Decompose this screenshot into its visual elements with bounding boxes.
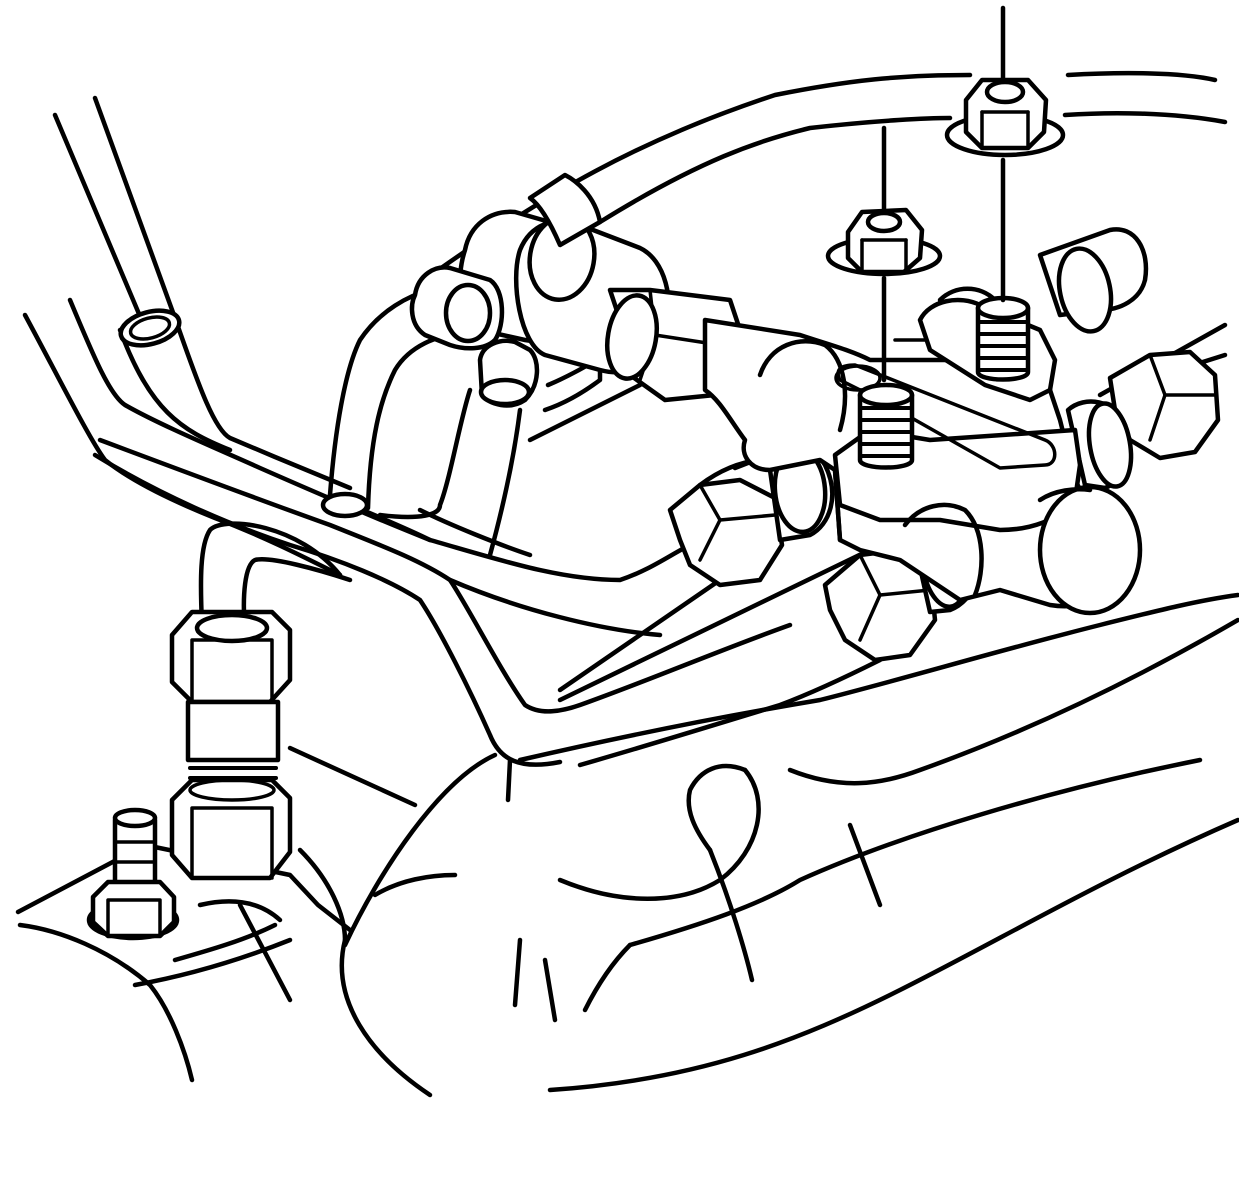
tube-nut-fittings	[409, 172, 1221, 663]
mounting-nut-right	[944, 77, 1066, 158]
mounting-nut-left	[825, 207, 943, 277]
mounting-stud-right	[975, 295, 1031, 382]
engine-casting	[15, 592, 1239, 1098]
mounting-stud-left	[857, 382, 915, 470]
hose-union-fitting	[169, 521, 353, 881]
alignment-lines	[881, 5, 1006, 383]
vent-fitting	[86, 807, 180, 941]
